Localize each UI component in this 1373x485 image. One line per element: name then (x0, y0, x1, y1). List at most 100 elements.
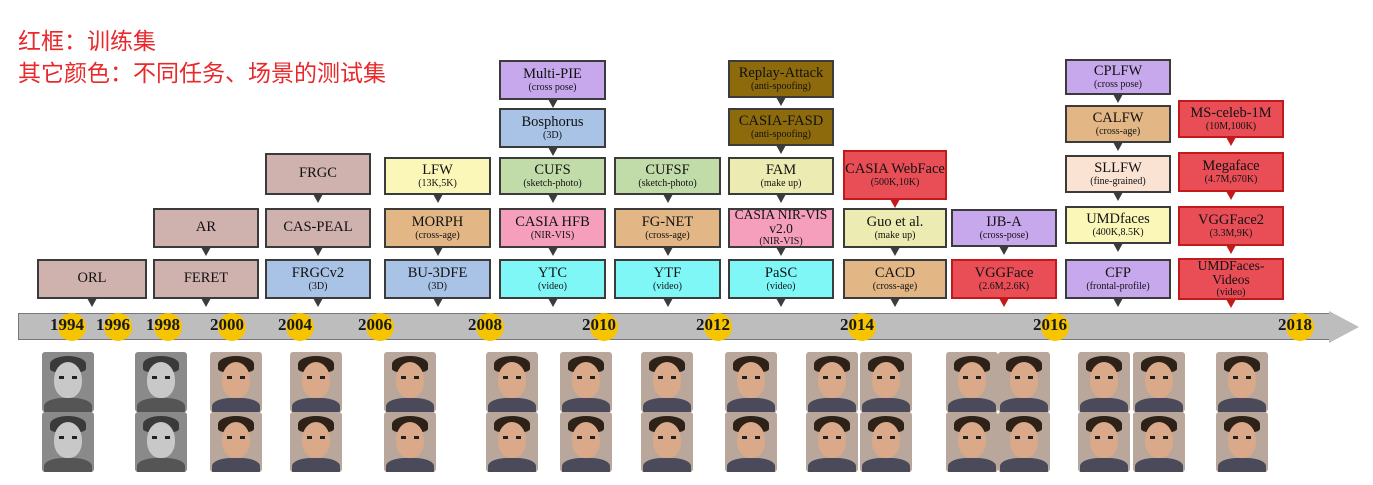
face-eyes (577, 376, 595, 379)
face-eyes (401, 436, 419, 439)
face-body (808, 458, 856, 472)
dataset-box-vggface: VGGFace(2.6M,2.6K) (951, 259, 1057, 299)
dataset-box-cfp: CFP(frontal-profile) (1065, 259, 1171, 299)
face-body (862, 458, 910, 472)
year-dot (366, 313, 394, 341)
callout-pointer (1113, 192, 1123, 201)
face-sample-image (210, 412, 262, 472)
face-sample-image (860, 412, 912, 472)
callout-pointer (1113, 298, 1123, 307)
face-body (862, 398, 910, 412)
dataset-note: (cross-age) (645, 229, 690, 241)
face-eyes (1095, 436, 1113, 439)
face-sample-image (998, 412, 1050, 472)
dataset-name: BU-3DFE (407, 264, 468, 281)
face-eyes (877, 376, 895, 379)
face-eyes (658, 436, 676, 439)
face-sample-image (135, 352, 187, 412)
dataset-note: (video) (538, 280, 567, 292)
year-label: 1998 (146, 315, 180, 334)
dataset-name: CUFSF (645, 161, 690, 178)
dataset-note: (cross-age) (872, 280, 918, 292)
callout-pointer (776, 298, 786, 307)
dataset-note: (cross-pose) (979, 229, 1029, 241)
face-skin (222, 362, 250, 398)
dataset-note: (3D) (428, 280, 447, 292)
dataset-name: MORPH (411, 213, 464, 230)
dataset-name: ORL (77, 270, 107, 287)
face-eyes (59, 436, 77, 439)
callout-pointer (432, 194, 443, 203)
year-dot (286, 313, 314, 341)
face-eyes (59, 376, 77, 379)
dataset-note: (2.6M,2.6K) (978, 280, 1030, 292)
face-skin (396, 362, 424, 398)
dataset-name: CALFW (1092, 109, 1144, 126)
face-sample-image (1078, 352, 1130, 412)
face-skin (572, 362, 600, 398)
dataset-name: PaSC (764, 264, 798, 281)
callout-pointer (890, 247, 900, 256)
face-eyes (1015, 436, 1033, 439)
dataset-box-casia-nir-vis-v2-0: CASIA NIR-VIS v2.0(NIR-VIS) (728, 208, 834, 248)
dataset-note: (video) (766, 280, 796, 292)
face-sample-image (725, 352, 777, 412)
dataset-name: CASIA HFB (515, 213, 590, 230)
callout-pointer (1226, 191, 1236, 200)
dataset-box-ijb-a: IJB-A(cross-pose) (951, 209, 1057, 247)
year-label: 2008 (468, 315, 502, 334)
face-sample-image (486, 352, 538, 412)
year-label: 1994 (50, 315, 84, 334)
dataset-box-ytf: YTF(video) (614, 259, 721, 299)
face-eyes (1150, 376, 1168, 379)
face-skin (572, 422, 600, 458)
dataset-note: (frontal-profile) (1086, 280, 1150, 292)
dataset-name: MS-celeb-1M (1190, 104, 1272, 121)
dataset-name: CACD (874, 264, 916, 281)
callout-pointer (776, 247, 786, 256)
dataset-name: CPLFW (1093, 62, 1143, 79)
callout-pointer (1113, 142, 1123, 151)
dataset-box-casia-fasd: CASIA-FASD(anti-spoofing) (728, 108, 834, 146)
face-sample-image (384, 412, 436, 472)
face-skin (1090, 422, 1118, 458)
dataset-box-replay-attack: Replay-Attack(anti-spoofing) (728, 60, 834, 98)
face-skin (54, 422, 82, 458)
dataset-box-bosphorus: Bosphorus(3D) (499, 108, 606, 148)
callout-pointer (1113, 243, 1123, 252)
dataset-note: (make up) (760, 177, 802, 189)
dataset-name: IJB-A (986, 213, 1022, 230)
dataset-box-orl: ORL (37, 259, 147, 299)
dataset-note: (10M,100K) (1205, 120, 1257, 132)
dataset-note: (video) (1216, 287, 1246, 299)
dataset-box-ms-celeb-1m: MS-celeb-1M(10M,100K) (1178, 100, 1284, 138)
face-sample-image (1216, 412, 1268, 472)
face-eyes (658, 376, 676, 379)
dataset-note: (cross-age) (1095, 125, 1141, 137)
callout-pointer (662, 298, 673, 307)
dataset-note: (500K,10K) (870, 176, 920, 188)
dataset-box-ar: AR (153, 208, 259, 248)
year-label: 2018 (1278, 315, 1312, 334)
year-label: 2010 (582, 315, 616, 334)
dataset-name: Guo et al. (866, 213, 924, 230)
dataset-box-pasc: PaSC(video) (728, 259, 834, 299)
callout-pointer (890, 298, 900, 307)
face-skin (818, 362, 846, 398)
year-dot (590, 313, 618, 341)
callout-pointer (432, 247, 443, 256)
face-eyes (823, 436, 841, 439)
face-skin (222, 422, 250, 458)
dataset-box-fam: FAM(make up) (728, 157, 834, 195)
face-body (212, 458, 260, 472)
face-eyes (1095, 376, 1113, 379)
dataset-name: LFW (422, 161, 453, 178)
callout-pointer (1113, 94, 1123, 103)
face-eyes (823, 376, 841, 379)
dataset-box-umdfaces: UMDfaces(400K,8.5K) (1065, 206, 1171, 244)
dataset-box-lfw: LFW(13K,5K) (384, 157, 491, 195)
dataset-note: (anti-spoofing) (751, 128, 811, 140)
dataset-box-vggface2: VGGFace2(3.3M,9K) (1178, 206, 1284, 246)
callout-pointer (547, 247, 558, 256)
dataset-box-guo-et-al: Guo et al.(make up) (843, 208, 947, 248)
